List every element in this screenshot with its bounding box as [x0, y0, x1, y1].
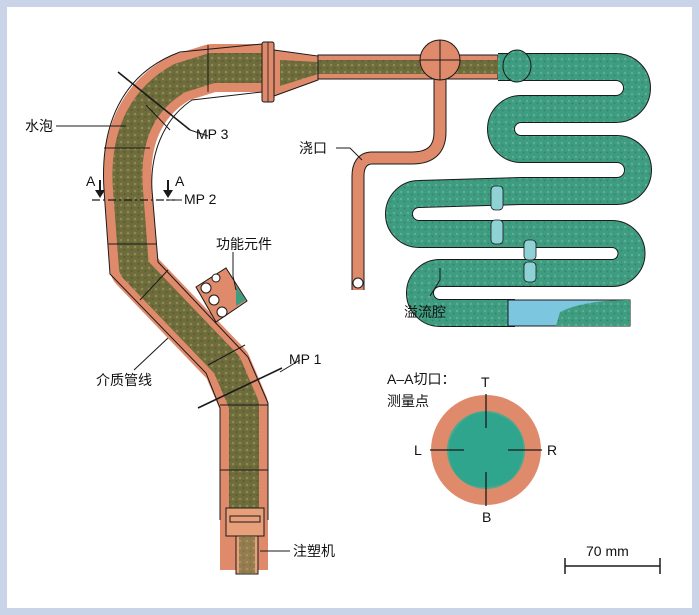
- nozzle-connector: [225, 507, 265, 575]
- gate-junction: [419, 39, 461, 81]
- label-section-a-right: A: [175, 173, 185, 189]
- overflow-cavity: [385, 49, 652, 327]
- label-point-b: B: [482, 509, 491, 525]
- label-functional-element: 功能元件: [216, 236, 272, 252]
- section-line-a-a: [92, 180, 175, 201]
- label-injection-machine: 注塑机: [293, 543, 335, 559]
- label-mp3: MP 3: [196, 126, 229, 142]
- label-gate: 浇口: [299, 140, 327, 156]
- media-pipe: [103, 43, 269, 570]
- upper-pipe: [317, 54, 499, 80]
- label-mp1: MP 1: [289, 351, 322, 367]
- label-measuring-points: 测量点: [387, 393, 429, 409]
- label-mp2: MP 2: [184, 191, 217, 207]
- label-section-a-left: A: [86, 173, 96, 189]
- flange: [261, 41, 319, 103]
- label-scale: 70 mm: [586, 543, 629, 559]
- gate-runner: [351, 64, 447, 290]
- measurement-lines: [117, 71, 283, 409]
- label-point-t: T: [481, 374, 490, 390]
- label-overflow-cavity: 溢流腔: [404, 304, 446, 320]
- label-point-l: L: [414, 442, 422, 458]
- scale-bar: [564, 558, 661, 574]
- cross-section: [430, 394, 542, 506]
- label-section-title: A–A切口：: [387, 371, 455, 387]
- label-bubble: 水泡: [25, 118, 53, 134]
- label-point-r: R: [547, 442, 557, 458]
- label-media-line: 介质管线: [96, 372, 152, 388]
- leader-lines: [56, 125, 441, 552]
